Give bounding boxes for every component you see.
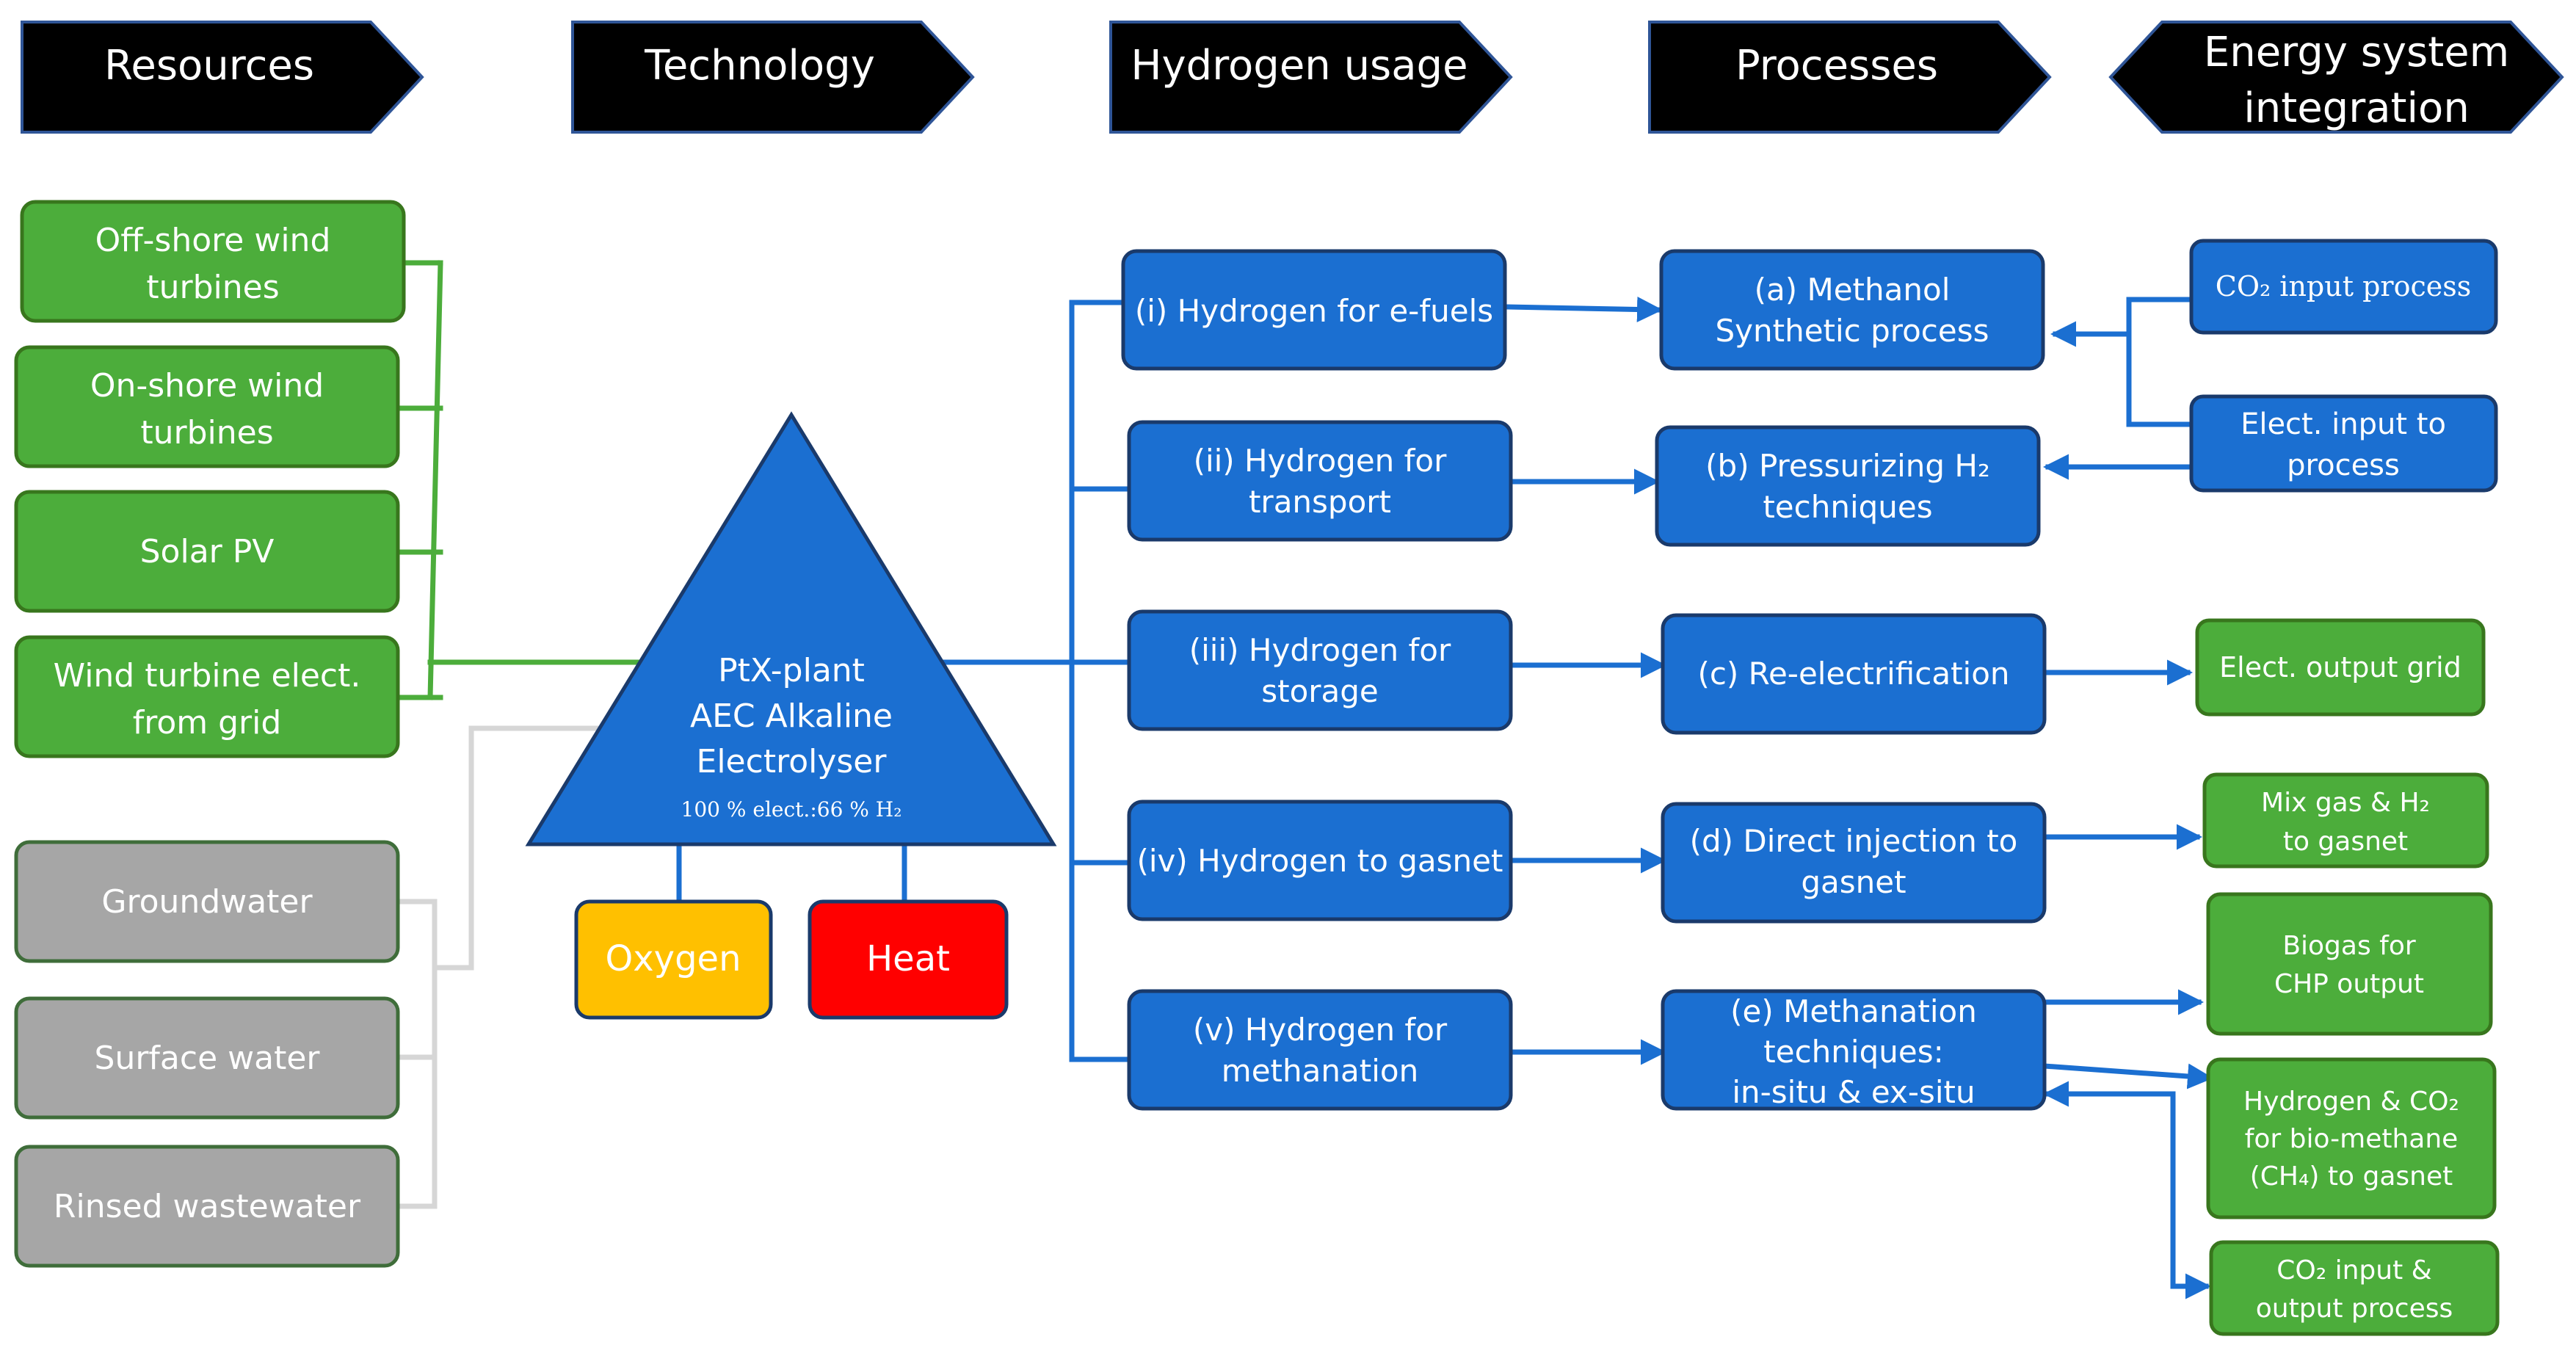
svg-text:from grid: from grid [133, 704, 282, 742]
svg-text:for bio-methane: for bio-methane [2245, 1124, 2459, 1154]
header-technology: Technology [571, 21, 975, 134]
resource-offshore-wind: Off-shore wind turbines [20, 200, 406, 323]
usage-e-fuels: (i) Hydrogen for e-fuels [1121, 249, 1507, 371]
svg-text:Off-shore wind: Off-shore wind [95, 222, 331, 259]
usage-gasnet: (iv) Hydrogen to gasnet [1127, 800, 1513, 921]
svg-text:(iv) Hydrogen to gasnet: (iv) Hydrogen to gasnet [1137, 843, 1503, 879]
plant-label-line2: AEC Alkaline [690, 697, 893, 735]
svg-text:Oxygen: Oxygen [605, 938, 741, 979]
svg-text:Surface water: Surface water [95, 1040, 321, 1077]
svg-text:Elect. input to: Elect. input to [2241, 407, 2446, 441]
svg-text:(ii) Hydrogen for: (ii) Hydrogen for [1194, 443, 1448, 479]
svg-text:Solar PV: Solar PV [140, 533, 275, 570]
process-to-output-arrows [2042, 659, 2213, 1299]
svg-text:(a) Methanol: (a) Methanol [1755, 272, 1951, 308]
svg-text:gasnet: gasnet [1801, 864, 1906, 900]
process-methanation: (e) Methanation techniques: in-situ & ex… [1661, 989, 2047, 1111]
resource-onshore-wind: On-shore wind turbines [14, 345, 400, 468]
process-pressurizing: (b) Pressurizing H₂ techniques [1655, 425, 2041, 547]
svg-text:output process: output process [2256, 1294, 2453, 1324]
header-processes: Processes [1648, 21, 2052, 134]
svg-text:to gasnet: to gasnet [2283, 827, 2408, 857]
svg-text:(d) Direct injection to: (d) Direct injection to [1690, 823, 2018, 859]
svg-text:(i) Hydrogen for e-fuels: (i) Hydrogen for e-fuels [1135, 293, 1493, 329]
svg-text:storage: storage [1261, 673, 1379, 709]
header-processes-label: Processes [1735, 42, 1938, 90]
header-integration-label-line2: integration [2243, 84, 2470, 132]
svg-text:On-shore wind: On-shore wind [90, 367, 324, 405]
integration-bio-methane: Hydrogen & CO₂ for bio-methane (CH₄) to … [2206, 1057, 2497, 1219]
integration-elect-input: Elect. input to process [2189, 394, 2498, 493]
svg-text:Hydrogen & CO₂: Hydrogen & CO₂ [2243, 1087, 2459, 1117]
usage-methanation: (v) Hydrogen for methanation [1127, 989, 1513, 1111]
svg-text:CHP output: CHP output [2274, 969, 2424, 999]
resource-surface-water: Surface water [14, 996, 400, 1120]
resource-wind-grid: Wind turbine elect. from grid [14, 635, 400, 758]
header-resources: Resources [21, 21, 424, 134]
byproduct-heat: Heat [808, 899, 1009, 1020]
process-direct-injection: (d) Direct injection to gasnet [1661, 802, 2047, 924]
svg-text:(iii) Hydrogen for: (iii) Hydrogen for [1189, 632, 1451, 668]
integration-biogas-chp: Biogas for CHP output [2206, 892, 2493, 1036]
integration-elect-output-grid: Elect. output grid [2195, 618, 2486, 717]
integration-co2-input-output: CO₂ input & output process [2209, 1240, 2500, 1336]
header-resources-label: Resources [104, 42, 314, 90]
header-technology-label: Technology [644, 42, 875, 90]
resource-rinsed-wastewater: Rinsed wastewater [14, 1145, 400, 1268]
integration-co2-input: CO₂ input process [2189, 239, 2498, 335]
header-energy-system-integration: Energy system integration [2108, 21, 2564, 134]
integration-mix-gas: Mix gas & H₂ to gasnet [2202, 772, 2489, 869]
usage-to-process-arrows [1503, 296, 1666, 1065]
svg-text:turbines: turbines [146, 269, 279, 306]
plant-label-line3: Electrolyser [697, 743, 888, 780]
svg-text:transport: transport [1249, 484, 1391, 520]
svg-text:Biogas for: Biogas for [2282, 931, 2416, 961]
svg-text:Synthetic process: Synthetic process [1715, 313, 1989, 349]
hydrogen-distribution-connectors [676, 300, 1132, 1062]
usage-storage: (iii) Hydrogen for storage [1127, 609, 1513, 731]
svg-text:techniques:: techniques: [1763, 1034, 1943, 1070]
resource-solar-pv: Solar PV [14, 490, 400, 613]
svg-text:(CH₄) to gasnet: (CH₄) to gasnet [2250, 1161, 2453, 1192]
svg-text:(v) Hydrogen for: (v) Hydrogen for [1193, 1012, 1448, 1048]
header-hydrogen-usage-label: Hydrogen usage [1131, 42, 1467, 90]
process-methanol: (a) Methanol Synthetic process [1659, 249, 2045, 371]
svg-text:techniques: techniques [1763, 489, 1932, 525]
svg-text:Mix gas & H₂: Mix gas & H₂ [2261, 788, 2430, 818]
svg-text:CO₂ input &: CO₂ input & [2276, 1255, 2431, 1286]
plant-label-line1: PtX-plant [718, 652, 865, 689]
svg-text:CO₂ input process: CO₂ input process [2216, 270, 2471, 302]
plant-efficiency: 100 % elect.:66 % H₂ [681, 797, 902, 822]
renewable-connectors [393, 260, 642, 700]
svg-text:methanation: methanation [1222, 1053, 1418, 1089]
svg-text:in-situ & ex-situ: in-situ & ex-situ [1732, 1074, 1975, 1110]
svg-text:(c) Re-electrification: (c) Re-electrification [1697, 656, 2009, 692]
water-connectors [393, 725, 601, 1209]
svg-text:(e) Methanation: (e) Methanation [1730, 993, 1977, 1029]
svg-text:Heat: Heat [866, 938, 950, 979]
svg-text:(b) Pressurizing H₂: (b) Pressurizing H₂ [1705, 448, 1990, 484]
header-hydrogen-usage: Hydrogen usage [1109, 21, 1513, 134]
svg-text:Rinsed wastewater: Rinsed wastewater [54, 1188, 361, 1225]
svg-text:Wind turbine elect.: Wind turbine elect. [54, 657, 361, 695]
svg-text:process: process [2287, 449, 2400, 482]
header-integration-label-line1: Energy system [2204, 29, 2509, 76]
integration-input-connectors [2043, 297, 2194, 480]
svg-text:Elect. output grid: Elect. output grid [2219, 651, 2461, 684]
process-re-electrification: (c) Re-electrification [1661, 613, 2047, 735]
svg-text:Groundwater: Groundwater [101, 883, 313, 921]
byproduct-oxygen: Oxygen [574, 899, 773, 1020]
usage-transport: (ii) Hydrogen for transport [1127, 420, 1513, 542]
resource-groundwater: Groundwater [14, 840, 400, 963]
svg-text:turbines: turbines [140, 414, 273, 452]
ptx-plant: PtX-plant AEC Alkaline Electrolyser 100 … [525, 411, 1057, 846]
